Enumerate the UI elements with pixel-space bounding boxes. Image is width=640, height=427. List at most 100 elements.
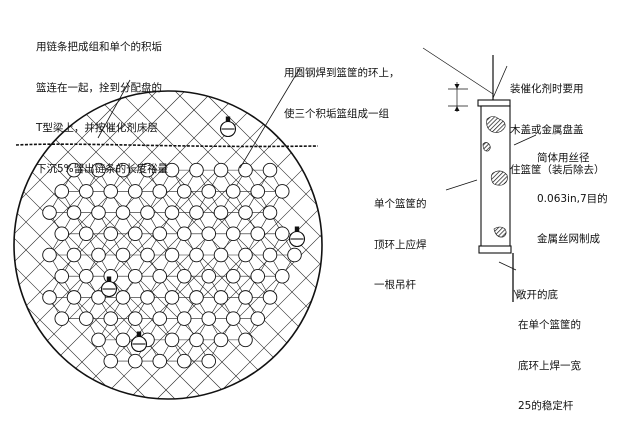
- basket-ring: [54, 311, 70, 326]
- mesh-wire: [620, 60, 640, 409]
- basket-ring: [176, 311, 192, 326]
- basket-ring: [127, 226, 143, 242]
- basket-ring: [176, 226, 192, 242]
- leader-lines: [97, 65, 537, 299]
- basket-ring: [152, 184, 167, 199]
- basket-ring: [140, 290, 155, 305]
- hanger-lug: [136, 331, 142, 337]
- basket-ring: [164, 205, 180, 220]
- basket-ring: [201, 268, 216, 284]
- mesh-wire: [14, 91, 161, 399]
- hanger-lug: [225, 116, 231, 122]
- leader-chain: [97, 79, 131, 139]
- basket-ring: [225, 268, 241, 284]
- mesh-wire: [14, 91, 161, 399]
- basket-ring: [66, 247, 82, 263]
- basket-ring: [91, 290, 106, 305]
- basket-ring: [115, 205, 131, 220]
- basket-ring: [238, 290, 253, 305]
- basket-ring: [91, 332, 106, 348]
- basket-ring: [213, 290, 229, 305]
- basket-ring: [201, 184, 216, 199]
- hanger-rod-guide: [422, 47, 494, 95]
- basket-ring: [152, 226, 167, 242]
- basket-rings: [42, 162, 302, 369]
- basket-ring: [201, 226, 216, 242]
- hanger-lug: [294, 226, 300, 232]
- dimension-arrow-down: [454, 106, 460, 111]
- basket-ring: [225, 311, 241, 326]
- mesh-wire: [143, 91, 322, 399]
- basket-ring: [140, 162, 155, 178]
- mesh-wire: [14, 91, 189, 399]
- basket-ring: [54, 268, 70, 284]
- basket-ring: [78, 311, 94, 326]
- basket-ring: [115, 290, 131, 305]
- basket-ring: [115, 247, 131, 263]
- basket-ring: [66, 205, 82, 220]
- bottom-ring: [478, 245, 512, 254]
- chain-hanger-icon: [130, 331, 148, 353]
- basket-ring: [78, 184, 94, 199]
- fouling-deposit-icon: [482, 142, 491, 152]
- basket-ring: [127, 353, 143, 369]
- basket-ring: [275, 226, 290, 242]
- basket-ring: [66, 290, 82, 305]
- mesh-wire: [14, 91, 21, 399]
- mesh-wire: [115, 91, 322, 399]
- weld-note: 用圆钢焊到篮筐的环上， 使三个积垢篮组成一组: [284, 67, 400, 120]
- basket-ring: [189, 290, 204, 305]
- basket-ring: [66, 162, 82, 178]
- bed-outline: [13, 90, 323, 400]
- basket-ring: [127, 311, 143, 326]
- basket-ring: [213, 205, 229, 220]
- hanger-rod-note: 单个篮筐的 顶环上应焊 一根吊杆: [374, 198, 427, 291]
- basket-ring: [152, 353, 167, 369]
- basket-ring: [91, 205, 106, 220]
- leader-rod: [445, 179, 478, 191]
- single-basket-elevation: [422, 47, 514, 302]
- basket-ring: [115, 332, 131, 348]
- basket-ring: [54, 226, 70, 242]
- basket-ring: [275, 268, 290, 284]
- basket-ring: [250, 311, 265, 326]
- basket-ring: [164, 332, 180, 348]
- basket-ring: [176, 268, 192, 284]
- basket-ring: [103, 184, 118, 199]
- mesh-wire: [87, 91, 322, 399]
- basket-ring: [42, 205, 57, 220]
- basket-ring: [238, 205, 253, 220]
- basket-ring: [91, 162, 106, 178]
- mesh-wire: [14, 91, 301, 399]
- dimension-arrow-up: [454, 84, 460, 89]
- chain-hanger-icon: [100, 276, 118, 298]
- basket-ring: [127, 268, 143, 284]
- basket-ring: [262, 247, 278, 263]
- basket-ring: [103, 353, 118, 369]
- fouling-deposit-icon: [493, 226, 507, 238]
- mesh-wire: [171, 91, 322, 399]
- basket-ring: [250, 184, 265, 199]
- basket-ring: [201, 311, 216, 326]
- leader-catalyst: [492, 65, 508, 99]
- basket-ring: [140, 205, 155, 220]
- mesh-wire: [171, 91, 322, 399]
- leader-mesh: [513, 134, 537, 146]
- basket-ring: [164, 290, 180, 305]
- basket-ring: [238, 162, 253, 178]
- basket-ring: [225, 226, 241, 242]
- basket-ring: [103, 311, 118, 326]
- basket-ring: [78, 226, 94, 242]
- basket-ring: [42, 290, 57, 305]
- basket-ring: [164, 247, 180, 263]
- mesh-wire: [14, 91, 21, 399]
- basket-ring: [262, 290, 278, 305]
- basket-ring: [262, 162, 278, 178]
- basket-ring: [189, 332, 204, 348]
- basket-ring: [238, 247, 253, 263]
- basket-ring: [213, 247, 229, 263]
- basket-ring: [250, 268, 265, 284]
- basket-ring: [176, 184, 192, 199]
- mesh-wire: [14, 91, 273, 399]
- basket-ring: [201, 353, 216, 369]
